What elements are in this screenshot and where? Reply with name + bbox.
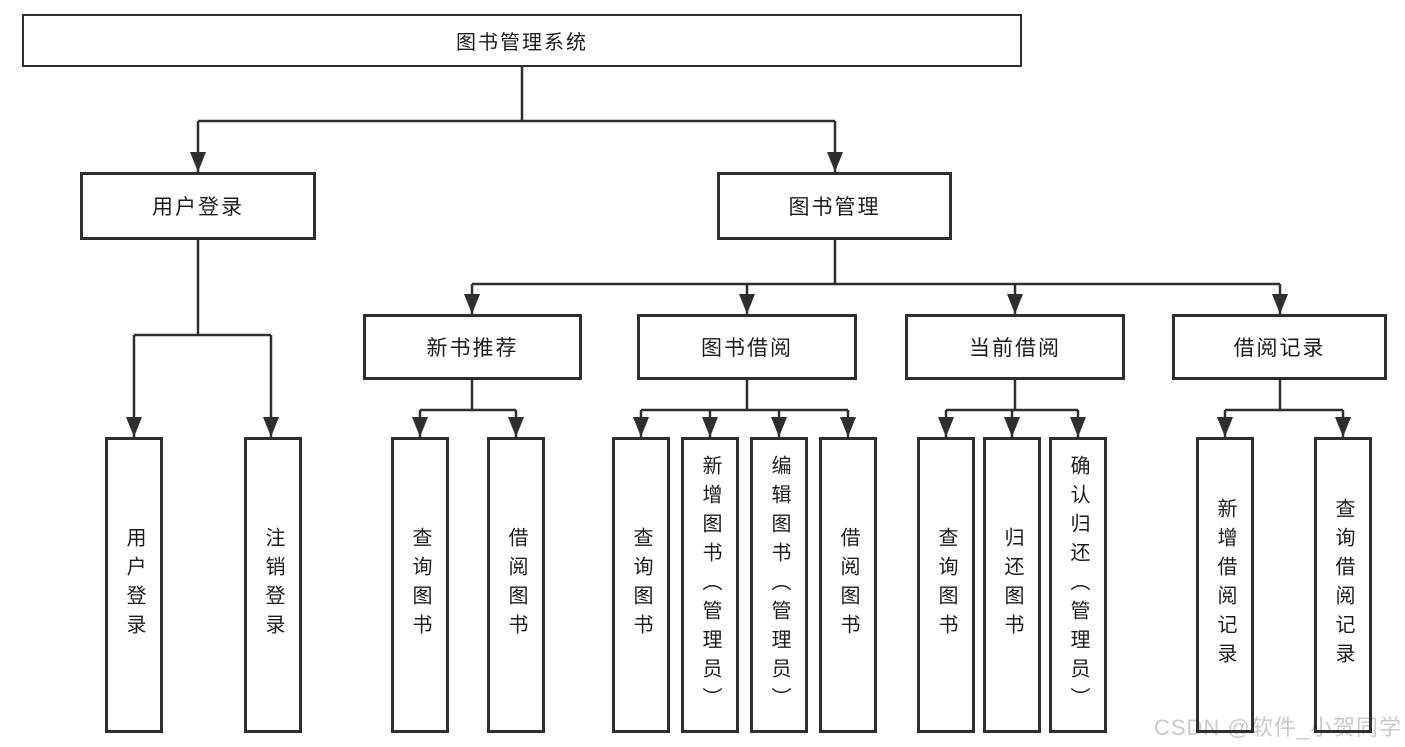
node-current-borrowing: 当前借阅: [905, 314, 1125, 380]
node-label: 用户登录: [123, 527, 145, 643]
node-borrowing-records: 借阅记录: [1172, 314, 1387, 380]
node-label: 图书管理系统: [456, 32, 588, 54]
node-label: 编辑图书（管理员）: [768, 454, 790, 716]
leaf-current-return-books: 归还图书: [983, 437, 1041, 733]
node-label: 确认归还（管理员）: [1067, 454, 1089, 716]
connector-book-management: [464, 240, 1288, 314]
leaf-borrow-query-books: 查询图书: [612, 437, 670, 733]
connector-borrowing-records: [1217, 380, 1351, 437]
node-label: 借阅记录: [1233, 337, 1326, 360]
node-label: 查询图书: [935, 527, 957, 643]
node-book-management: 图书管理: [717, 172, 952, 240]
connector-new-book-recommendation: [412, 380, 524, 437]
leaf-records-add-record: 新增借阅记录: [1196, 437, 1254, 733]
node-book-borrowing: 图书借阅: [637, 314, 857, 380]
node-label: 新增图书（管理员）: [699, 454, 721, 716]
node-label: 注销登录: [262, 527, 284, 643]
node-label: 查询图书: [409, 527, 431, 643]
node-new-book-recommendation: 新书推荐: [363, 314, 582, 380]
leaf-records-query-record: 查询借阅记录: [1314, 437, 1372, 733]
connector-book-borrowing: [633, 380, 856, 437]
leaf-borrow-borrow-books: 借阅图书: [819, 437, 877, 733]
leaf-user-login: 用户登录: [105, 437, 163, 733]
node-label: 查询图书: [630, 527, 652, 643]
leaf-logout: 注销登录: [244, 437, 302, 733]
node-label: 借阅图书: [837, 527, 859, 643]
node-label: 用户登录: [152, 196, 244, 219]
node-label: 新书推荐: [426, 337, 519, 360]
node-label: 归还图书: [1001, 527, 1023, 643]
connector-current-borrowing: [938, 380, 1086, 437]
connector-user-login: [126, 240, 279, 437]
leaf-current-query-books: 查询图书: [917, 437, 975, 733]
node-user-login: 用户登录: [80, 172, 316, 240]
node-label: 当前借阅: [969, 337, 1061, 360]
csdn-watermark: CSDN @软件_小贺同学: [1153, 715, 1402, 740]
node-library-management-system: 图书管理系统: [22, 14, 1022, 67]
leaf-borrow-edit-books-admin: 编辑图书（管理员）: [750, 437, 808, 733]
leaf-borrow-add-books-admin: 新增图书（管理员）: [681, 437, 739, 733]
leaf-recommend-borrow-books: 借阅图书: [487, 437, 545, 733]
node-label: 查询借阅记录: [1332, 498, 1354, 672]
connector-root: [190, 67, 843, 172]
leaf-recommend-query-books: 查询图书: [391, 437, 449, 733]
node-label: 借阅图书: [505, 527, 527, 643]
node-label: 新增借阅记录: [1214, 498, 1236, 672]
node-label: 图书借阅: [701, 337, 793, 360]
node-label: 图书管理: [788, 196, 881, 219]
leaf-current-confirm-return-admin: 确认归还（管理员）: [1049, 437, 1107, 733]
